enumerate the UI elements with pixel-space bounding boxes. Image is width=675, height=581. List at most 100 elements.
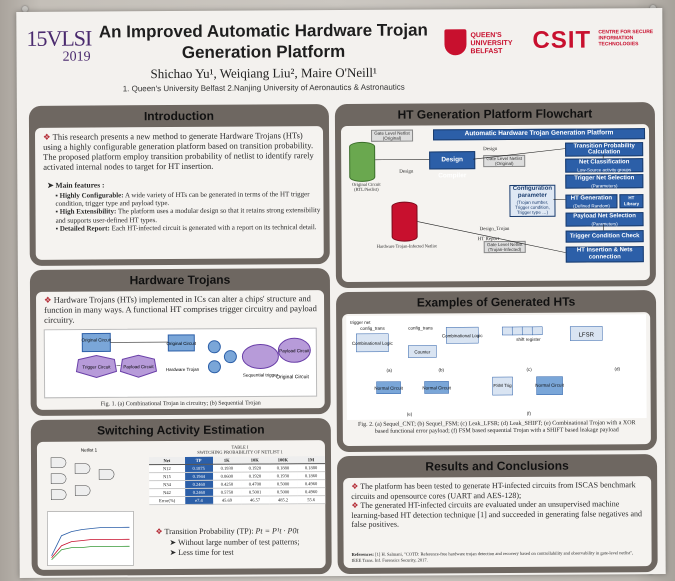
sequential-trigger-label: Sequential trigger — [243, 372, 279, 377]
introduction-text: ❖ This research presents a new method to… — [43, 130, 314, 172]
table-cell: 485.2 — [269, 495, 298, 504]
table-cell: 0.1944 — [184, 472, 213, 481]
table-cell: 0.1930 — [268, 471, 298, 480]
table-cell: 46.57 — [240, 495, 270, 505]
table-cell: 0.4250 — [212, 480, 241, 489]
example-label: FSM Trig — [493, 383, 512, 388]
logic-gate — [50, 457, 67, 469]
shift-register-cell — [511, 326, 523, 336]
sequential-state-node — [223, 350, 237, 364]
qub-logo: QUEEN'S UNIVERSITY BELFAST — [444, 29, 524, 63]
reference: References: [1] H. Salmani, "COTD: Refer… — [351, 550, 634, 563]
table-cell: 0.1875 — [184, 464, 213, 473]
conference-logo-text: 15VLSI — [26, 25, 92, 51]
feature-item: ▪ Detailed Report: Each HT-infected circ… — [55, 222, 317, 233]
table-cell: 0.1920 — [240, 463, 269, 473]
logic-block — [445, 326, 479, 344]
normal-circuit-block — [376, 381, 401, 395]
payload-circuit-block — [119, 354, 158, 378]
affiliations: 1. Queen's University Belfast 2.Nanjing … — [122, 82, 405, 94]
flow-arrow — [417, 221, 566, 253]
switching-panel: Switching Activity Estimation Netlist 1 … — [30, 418, 332, 576]
normal-circuit-block — [536, 376, 563, 396]
netlist-label: Netlist 1 — [81, 447, 98, 452]
table-header-cell: 1K — [212, 456, 241, 465]
payload-circuit-label: Payload Circuit — [279, 348, 310, 353]
table-cell: 0.5000 — [269, 487, 298, 496]
feature-item: ▪ High Extensibility: The platform uses … — [55, 206, 321, 225]
table-cell: N34 — [149, 480, 185, 489]
hardware-trojans-caption: Fig. 1. (a) Combinational Trojan in circ… — [100, 400, 261, 408]
flowchart-arrows — [375, 148, 604, 253]
sequential-trigger-block — [241, 343, 279, 369]
fsm-trigger-block — [492, 376, 513, 396]
poster-title: An Improved Automatic Hardware Trojan Ge… — [98, 19, 428, 63]
netlist-and-plot: Netlist 1 — [47, 447, 134, 567]
original-circuit-block — [167, 334, 195, 352]
hardware-trojans-panel: Hardware Trojans ❖ Hardware Trojans (HTs… — [29, 268, 331, 416]
table-cell: 0.1930 — [212, 464, 241, 473]
conference-logo: 15VLSI 2019 — [26, 21, 98, 71]
example-label: Combinational Logic — [352, 341, 394, 346]
panel-letter: (c) — [526, 367, 532, 372]
counter-block — [408, 345, 437, 358]
logic-block — [355, 333, 389, 353]
conference-year: 2019 — [62, 49, 91, 65]
shift-register-cell — [521, 326, 533, 336]
flowchart-heading: HT Generation Platform Flowchart — [397, 106, 593, 122]
shift-register-cell — [531, 326, 543, 336]
example-label: Normal Circuit — [374, 386, 403, 391]
table-cell: 0.0600 — [212, 472, 241, 481]
original-circuit-label: Original Circuit — [82, 337, 112, 342]
hardware-trojans-heading: Hardware Trojans — [129, 272, 231, 288]
table-header-cell: 10K — [240, 456, 269, 465]
authors: Shichao Yu¹, Weiqiang Liu², Maire O'Neil… — [150, 64, 377, 82]
lfsr-block — [569, 326, 603, 341]
table-cell: 0.5001 — [240, 487, 270, 497]
plot-series — [51, 538, 130, 559]
title-line: Generation Platform — [181, 41, 346, 62]
title-line: An Improved Automatic Hardware Trojan — [98, 20, 428, 42]
example-label: config_trans — [408, 325, 433, 330]
original-circuit-label: Original Circuit — [276, 374, 309, 380]
table-cell: 0.4960 — [297, 487, 326, 496]
logic-gate — [74, 463, 91, 474]
plot-series — [51, 526, 130, 556]
introduction-panel: Introduction ❖ This research presents a … — [28, 104, 330, 266]
formula-bullet: ➤ Less time for test — [169, 547, 234, 558]
payload-circuit-block — [277, 337, 311, 363]
logic-gate — [50, 489, 67, 501]
formula-line: ❖ Transition Probability (TP): Pt = P¹t … — [155, 526, 299, 537]
pushpin — [22, 6, 28, 12]
table-cell: 0.5750 — [212, 488, 241, 497]
logic-gate — [50, 473, 67, 485]
flowchart-panel: HT Generation Platform Flowchart Automat… — [334, 102, 656, 289]
features-heading: ➤ Main features : — [47, 180, 105, 190]
table-header-cell: 100K — [268, 456, 297, 464]
table-cell: 0.5000 — [268, 479, 298, 488]
simulation-plot-frame — [47, 511, 134, 567]
sequential-state-node — [207, 360, 221, 374]
hardware-trojans-text: ❖ Hardware Trojans (HTs) implemented in … — [44, 293, 317, 325]
feature-list: ▪ Highly Configurable: A wide variety of… — [55, 190, 321, 233]
table-cell: 0.1920 — [240, 471, 269, 481]
table-cell: 0.2460 — [184, 488, 213, 497]
panel-letter: (d) — [614, 366, 620, 371]
table-header-cell: TP — [184, 456, 213, 465]
trigger-circuit-label: Trigger Circuit — [82, 364, 111, 369]
csit-logo: CSIT — [532, 26, 592, 54]
results-heading: Results and Conclusions — [425, 458, 569, 474]
example-label: config_trans — [360, 326, 385, 331]
panel-letter: (a) — [386, 368, 392, 373]
diagram-frame — [43, 327, 318, 399]
original-circuit-label: Original Circuit — [167, 341, 197, 346]
table-cell: 0.1880 — [296, 463, 326, 472]
table-cell: N42 — [149, 488, 185, 497]
table-cell: 45.69 — [212, 496, 242, 505]
table-cell: 0.4700 — [240, 479, 270, 489]
sequential-state-node — [207, 340, 221, 354]
hardware-trojan-label: Hardware Trojan — [166, 367, 200, 372]
